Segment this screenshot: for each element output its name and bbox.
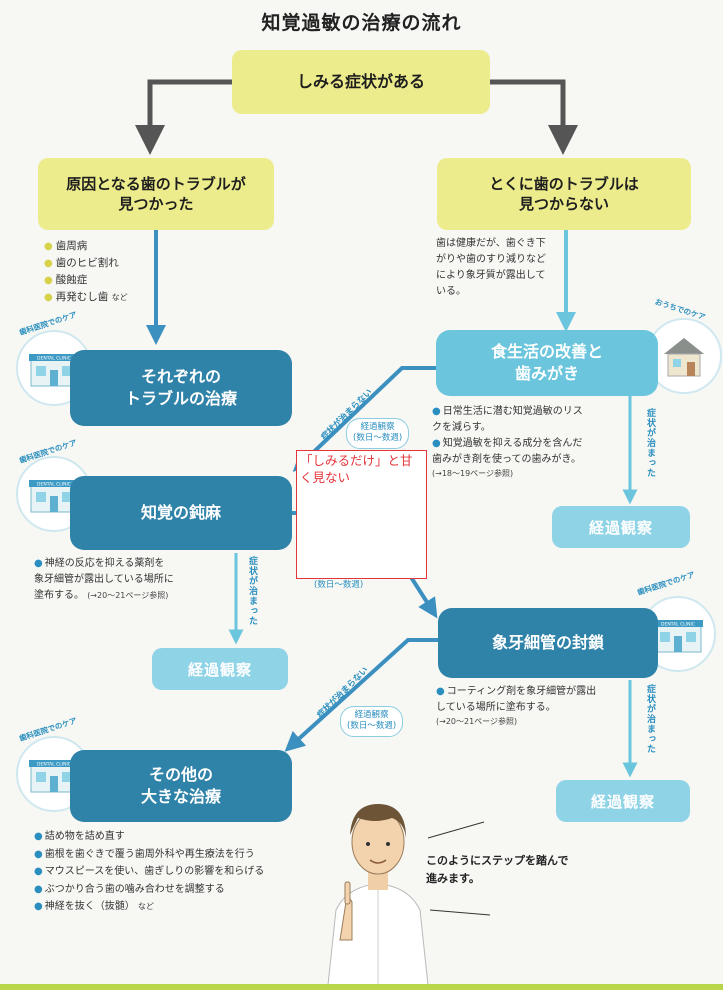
- svg-text:DENTAL CLINIC: DENTAL CLINIC: [37, 482, 71, 488]
- improved-label: 症状が治まった: [645, 408, 655, 478]
- list-item: ●コーティング剤を象牙細管が露出: [436, 686, 597, 697]
- start-box: しみる症状がある: [232, 50, 490, 114]
- observation-box: 経過観察: [552, 506, 690, 548]
- diagram-title: 知覚過敏の治療の流れ: [261, 12, 462, 34]
- list-item: ●酸蝕症: [44, 274, 88, 286]
- list-item: 歯みがき剤を使っての歯みがき。: [432, 454, 581, 465]
- cause-found-line1: 原因となる歯のトラブルが: [66, 174, 246, 193]
- no-trouble-box: とくに歯のトラブルは 見つからない: [437, 158, 691, 230]
- list-item: ●歯周病: [44, 240, 88, 252]
- arrow-top-left: [135, 79, 232, 155]
- improved-label: 症状が治まった: [645, 684, 655, 754]
- seal-box: 象牙細管の封鎖: [438, 608, 658, 678]
- cause-found-line2: 見つかった: [118, 195, 194, 213]
- list-item: ●マウスピースを使い、歯ぎしりの影響を和らげる: [34, 866, 265, 877]
- cause-found-box: 原因となる歯のトラブルが 見つかった: [38, 158, 274, 230]
- list-item: ●日常生活に潜む知覚過敏のリス: [432, 406, 583, 417]
- svg-text:DENTAL CLINIC: DENTAL CLINIC: [661, 622, 695, 628]
- start-box-label: しみる症状がある: [296, 72, 425, 92]
- list-item: ●神経を抜く（抜髄） など: [34, 901, 154, 912]
- svg-text:DENTAL CLINIC: DENTAL CLINIC: [37, 356, 71, 362]
- arrow-diet-to-desens: [292, 366, 436, 472]
- arrow-seal-to-other: [284, 638, 440, 752]
- list-item: ●再発むし歯 など: [44, 291, 128, 303]
- list-item: ●知覚過敏を抑える成分を含んだ: [432, 438, 583, 449]
- other-notes: ●詰め物を詰め直す ●歯根を歯ぐきで覆う歯周外科や再生療法を行う ●マウスピース…: [34, 828, 314, 916]
- seal-notes: ●コーティング剤を象牙細管が露出 している場所に塗布する。 (→20〜21ページ…: [436, 684, 636, 729]
- doctor-speech: このようにステップを踏んで 進みます。: [426, 854, 569, 885]
- diet-brushing-box: 食生活の改善と 歯みがき: [436, 330, 658, 396]
- no-trouble-line2: 見つからない: [518, 195, 609, 213]
- improved-label: 症状が治まった: [247, 556, 257, 626]
- desensitize-box: 知覚の鈍麻: [70, 476, 292, 550]
- other-treatment-box: その他の 大きな治療: [70, 750, 292, 822]
- no-trouble-description: 歯は健康だが、歯ぐき下 がりや歯のすり減りなど により象牙質が露出して いる。: [436, 238, 546, 297]
- observation-box: 経過観察: [556, 780, 690, 822]
- period-pill: 経過観察(数日〜数週): [340, 706, 404, 737]
- red-annotation-text: 「しみるだけ」と甘く見ない: [300, 453, 413, 485]
- desensitize-notes: ●神経の反応を抑える薬剤を 象牙細管が露出している場所に 塗布する。 (→20〜…: [34, 556, 234, 604]
- list-item: クを減らす。: [432, 422, 491, 433]
- trouble-treatment-box: それぞれの トラブルの治療: [70, 350, 292, 426]
- list-item: ●詰め物を詰め直す: [34, 831, 125, 842]
- observation-box: 経過観察: [152, 648, 288, 690]
- period-pill-partial: (数日〜数週): [314, 580, 364, 590]
- period-pill: 経過観察(数日〜数週): [346, 418, 410, 449]
- list-item: ●歯のヒビ割れ: [44, 257, 119, 269]
- doctor-illustration: [327, 804, 429, 985]
- home-icon: [646, 318, 722, 394]
- cause-list: ●歯周病 ●歯のヒビ割れ ●酸蝕症 ●再発むし歯 など: [44, 238, 128, 306]
- list-item: ●神経の反応を抑える薬剤を: [34, 558, 165, 569]
- list-item: ●ぶつかり合う歯の噛み合わせを調整する: [34, 883, 225, 895]
- bottom-stripe: [0, 984, 723, 990]
- list-item: ●歯根を歯ぐきで覆う歯周外科や再生療法を行う: [34, 848, 255, 860]
- diet-notes: ●日常生活に潜む知覚過敏のリス クを減らす。 ●知覚過敏を抑える成分を含んだ 歯…: [432, 404, 622, 481]
- svg-text:DENTAL CLINIC: DENTAL CLINIC: [37, 762, 71, 768]
- no-trouble-line1: とくに歯のトラブルは: [489, 174, 639, 193]
- arrow-top-right: [490, 79, 578, 155]
- red-annotation-box: 「しみるだけ」と甘く見ない: [296, 450, 427, 579]
